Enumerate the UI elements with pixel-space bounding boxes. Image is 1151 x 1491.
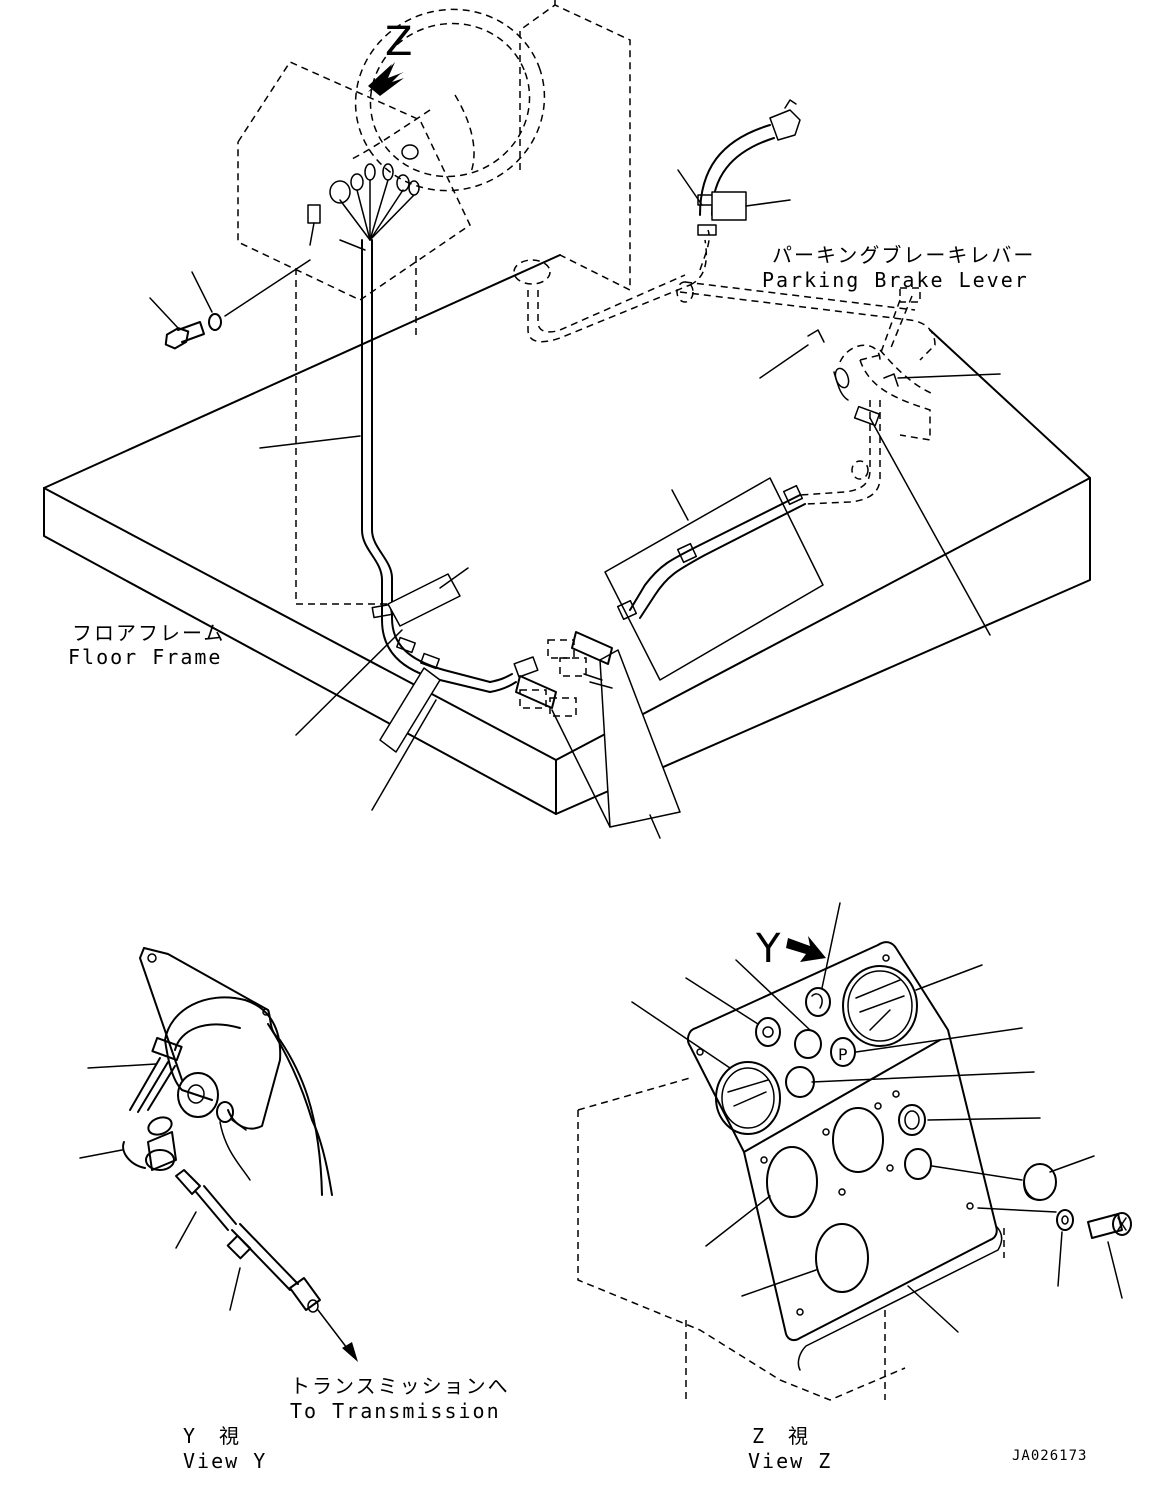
svg-text:P: P [838, 1045, 848, 1064]
view-z-label-jp: Z 視 [752, 1424, 810, 1448]
upper-branch [697, 99, 801, 236]
floor-connectors [515, 631, 613, 717]
view-y: トランスミッションへ To Transmission Y 視 View Y [79, 947, 510, 1473]
parking-brake-label-jp: パーキングブレーキレバー [772, 243, 1035, 267]
floor-frame-label-jp: フロアフレーム [72, 621, 225, 645]
main-harness [361, 239, 539, 693]
view-y-label-en: View Y [183, 1449, 267, 1473]
view-z-arrow: Z [368, 19, 412, 96]
to-transmission-label-jp: トランスミッションへ [290, 1374, 510, 1398]
top-labels: パーキングブレーキレバー Parking Brake Lever フロアフレーム… [68, 243, 1035, 669]
view-z-mark: Z [385, 19, 412, 65]
to-transmission-label-en: To Transmission [290, 1399, 501, 1423]
leader-lines-top [149, 169, 1001, 839]
steering-wheel [349, 8, 546, 192]
harness-connectors [307, 144, 420, 251]
rear-harness [513, 229, 710, 343]
view-z-label-en: View Z [748, 1449, 832, 1473]
cab-frame [519, 0, 631, 292]
drawing-code: JA026173 [1012, 1448, 1087, 1464]
floor-frame [43, 254, 1091, 815]
parking-brake-lever [676, 281, 936, 441]
harness-tags [379, 477, 824, 828]
view-y-label-jp: Y 視 [183, 1424, 241, 1448]
view-z: P Y Z 視 View [577, 902, 1132, 1473]
parking-brake-label-en: Parking Brake Lever [762, 268, 1029, 292]
right-harness [616, 329, 899, 621]
bolt-washer-top [164, 259, 311, 350]
floor-frame-label-en: Floor Frame [68, 645, 222, 669]
console-head [237, 61, 471, 301]
view-y-mark: Y [755, 926, 781, 972]
